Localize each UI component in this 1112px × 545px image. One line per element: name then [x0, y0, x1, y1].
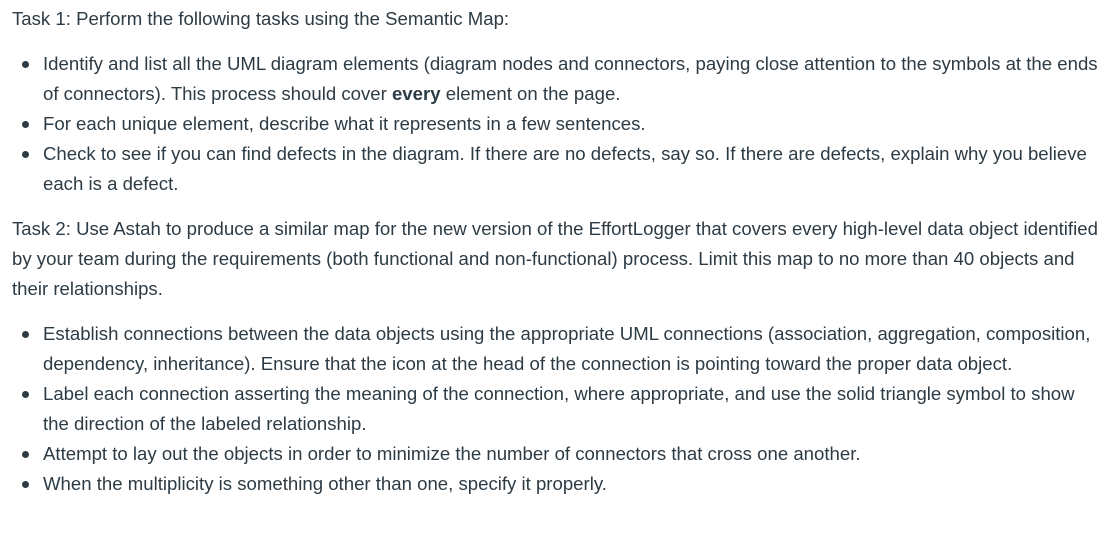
document-content: Task 1: Perform the following tasks usin… — [12, 4, 1102, 499]
task1-heading: Task 1: Perform the following tasks usin… — [12, 8, 510, 29]
list-item: Attempt to lay out the objects in order … — [22, 439, 1102, 469]
task1-bullet-1-text: Identify and list all the UML diagram el… — [43, 53, 1098, 104]
list-item: Identify and list all the UML diagram el… — [22, 49, 1102, 109]
list-item: Label each connection asserting the mean… — [22, 379, 1102, 439]
list-item: Check to see if you can find defects in … — [22, 139, 1102, 199]
task1-bullet-1-tail: element on the page. — [440, 83, 621, 104]
list-item: When the multiplicity is something other… — [22, 469, 1102, 499]
task2-list: Establish connections between the data o… — [12, 319, 1102, 499]
task1-list: Identify and list all the UML diagram el… — [12, 49, 1102, 199]
emphasis-every: every — [391, 83, 441, 104]
task2-paragraph: Task 2: Use Astah to produce a similar m… — [12, 218, 1098, 299]
list-item: For each unique element, describe what i… — [22, 109, 1102, 139]
list-item: Establish connections between the data o… — [22, 319, 1102, 379]
